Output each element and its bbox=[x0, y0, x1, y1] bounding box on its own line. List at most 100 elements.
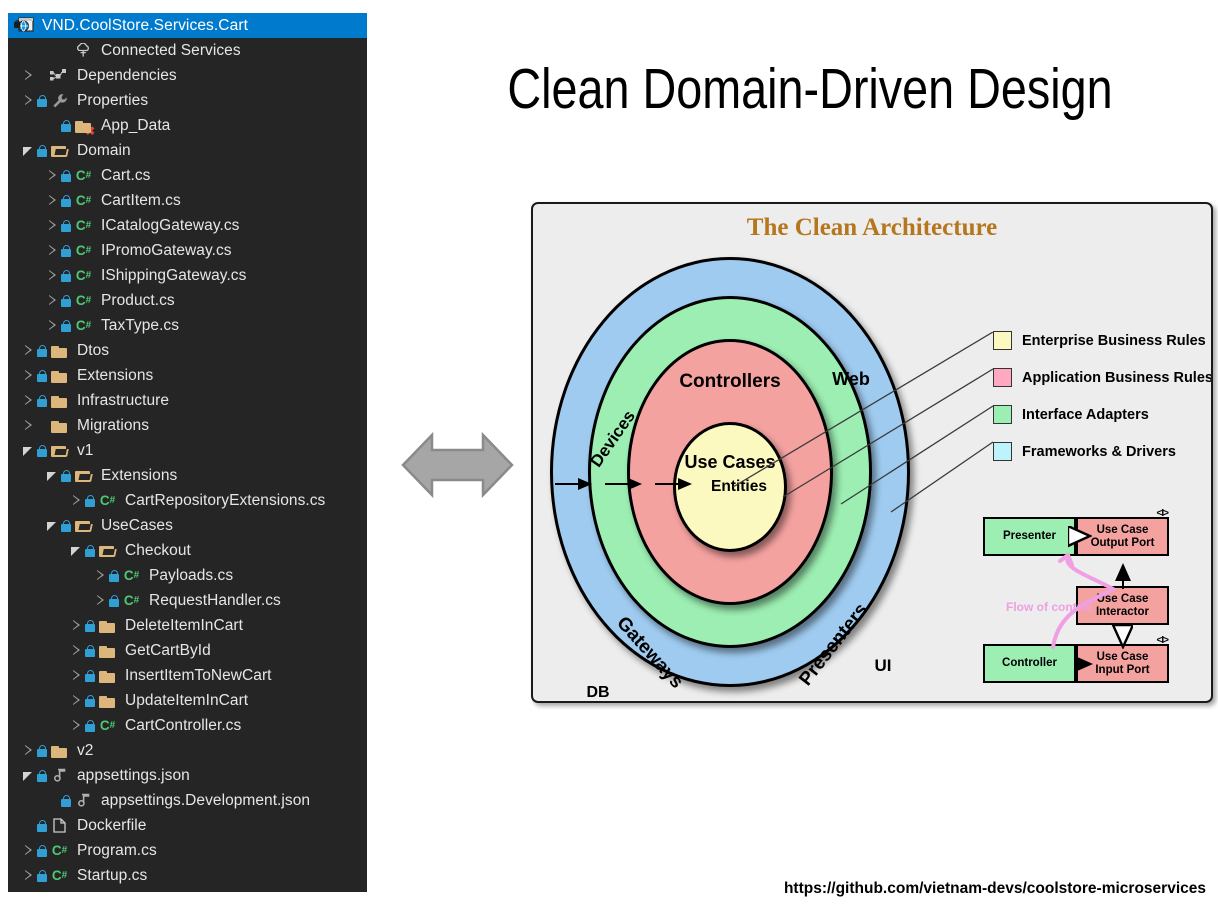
tree-item-ipromogateway-cs[interactable]: C#IPromoGateway.cs bbox=[8, 238, 367, 263]
input-port-l2: Input Port bbox=[1095, 663, 1150, 676]
lock-icon bbox=[37, 144, 47, 157]
csharp-icon: C# bbox=[75, 243, 92, 258]
chevron-right-icon[interactable] bbox=[94, 569, 107, 582]
chevron-right-icon[interactable] bbox=[46, 169, 59, 182]
tree-item-label: Dtos bbox=[77, 341, 110, 359]
chevron-right-icon[interactable] bbox=[22, 419, 35, 432]
tree-item-cartitem-cs[interactable]: C#CartItem.cs bbox=[8, 188, 367, 213]
chevron-right-icon[interactable] bbox=[22, 344, 35, 357]
legend-label: Application Business Rules bbox=[1022, 369, 1213, 386]
tree-item-label: Extensions bbox=[101, 466, 178, 484]
folder-open-icon bbox=[50, 143, 69, 159]
tree-item-appsettings-development-json[interactable]: appsettings.Development.json bbox=[8, 788, 367, 813]
uml-presenter-label: Presenter bbox=[1002, 530, 1057, 542]
lock-icon bbox=[109, 594, 119, 607]
chevron-right-icon[interactable] bbox=[46, 219, 59, 232]
chevron-right-icon[interactable] bbox=[22, 394, 35, 407]
tree-item-checkout[interactable]: Checkout bbox=[8, 538, 367, 563]
tree-item-label: Startup.cs bbox=[77, 866, 148, 884]
lock-icon bbox=[85, 619, 95, 632]
dependencies-icon bbox=[50, 68, 69, 84]
legend-swatch bbox=[993, 331, 1012, 350]
footer-url[interactable]: https://github.com/vietnam-devs/coolstor… bbox=[783, 880, 1206, 897]
ring-label-use-cases: Use Cases bbox=[684, 452, 776, 472]
tree-item-domain[interactable]: Domain bbox=[8, 138, 367, 163]
tree-item-payloads-cs[interactable]: C#Payloads.cs bbox=[8, 563, 367, 588]
chevron-down-icon[interactable] bbox=[70, 544, 83, 557]
tree-item-extensions[interactable]: Extensions bbox=[8, 463, 367, 488]
tree-item-deleteitemincart[interactable]: DeleteItemInCart bbox=[8, 613, 367, 638]
tree-item-usecases[interactable]: UseCases bbox=[8, 513, 367, 538]
lock-icon bbox=[61, 269, 71, 282]
tree-item-icataloggateway-cs[interactable]: C#ICatalogGateway.cs bbox=[8, 213, 367, 238]
chevron-right-icon[interactable] bbox=[22, 369, 35, 382]
tree-item-requesthandler-cs[interactable]: C#RequestHandler.cs bbox=[8, 588, 367, 613]
chevron-right-icon[interactable] bbox=[22, 69, 35, 82]
chevron-right-icon[interactable] bbox=[70, 694, 83, 707]
tree-item-program-cs[interactable]: C#Program.cs bbox=[8, 838, 367, 863]
chevron-right-icon[interactable] bbox=[46, 294, 59, 307]
chevron-right-icon[interactable] bbox=[70, 494, 83, 507]
csharp-icon: C# bbox=[75, 218, 92, 233]
chevron-down-icon[interactable] bbox=[22, 769, 35, 782]
chevron-right-icon[interactable] bbox=[70, 719, 83, 732]
chevron-right-icon[interactable] bbox=[46, 194, 59, 207]
lock-icon bbox=[61, 194, 71, 207]
chevron-right-icon[interactable] bbox=[22, 744, 35, 757]
chevron-right-icon[interactable] bbox=[46, 269, 59, 282]
chevron-down-icon[interactable] bbox=[46, 519, 59, 532]
solution-explorer-panel[interactable]: VND.CoolStore.Services.Cart Connected Se… bbox=[8, 13, 367, 892]
lock-icon bbox=[61, 794, 71, 807]
tree-item-ishippinggateway-cs[interactable]: C#IShippingGateway.cs bbox=[8, 263, 367, 288]
tree-item-properties[interactable]: Properties bbox=[8, 88, 367, 113]
tree-item-cartrepositoryextensions-cs[interactable]: C#CartRepositoryExtensions.cs bbox=[8, 488, 367, 513]
legend-item-interface-adapters: Interface Adapters bbox=[993, 405, 1149, 424]
tree-item-migrations[interactable]: Migrations bbox=[8, 413, 367, 438]
tree-item-dtos[interactable]: Dtos bbox=[8, 338, 367, 363]
chevron-down-icon[interactable] bbox=[46, 469, 59, 482]
tree-item-extensions[interactable]: Extensions bbox=[8, 363, 367, 388]
tree-item-label: Payloads.cs bbox=[149, 566, 234, 584]
tree-item-label: Migrations bbox=[77, 416, 149, 434]
folder-open-icon bbox=[74, 468, 93, 484]
web-project-icon bbox=[14, 17, 34, 34]
lock-icon bbox=[37, 819, 47, 832]
chevron-right-icon[interactable] bbox=[22, 94, 35, 107]
chevron-down-icon[interactable] bbox=[22, 444, 35, 457]
chevron-right-icon[interactable] bbox=[94, 594, 107, 607]
chevron-right-icon[interactable] bbox=[70, 644, 83, 657]
uml-use-case-input-port-box: <I> Use Case Input Port bbox=[1076, 635, 1169, 683]
tree-item-infrastructure[interactable]: Infrastructure bbox=[8, 388, 367, 413]
tree-item-v2[interactable]: v2 bbox=[8, 738, 367, 763]
tree-item-startup-cs[interactable]: C#Startup.cs bbox=[8, 863, 367, 888]
tree-item-v1[interactable]: v1 bbox=[8, 438, 367, 463]
chevron-right-icon[interactable] bbox=[22, 844, 35, 857]
tree-item-taxtype-cs[interactable]: C#TaxType.cs bbox=[8, 313, 367, 338]
tree-item-dockerfile[interactable]: Dockerfile bbox=[8, 813, 367, 838]
tree-item-cartcontroller-cs[interactable]: C#CartController.cs bbox=[8, 713, 367, 738]
chevron-down-icon[interactable] bbox=[22, 144, 35, 157]
tree-item-insertitemtonewcart[interactable]: InsertItemToNewCart bbox=[8, 663, 367, 688]
tree-item-getcartbyid[interactable]: GetCartById bbox=[8, 638, 367, 663]
tree-item-label: Domain bbox=[77, 141, 131, 159]
chevron-right-icon[interactable] bbox=[70, 669, 83, 682]
output-port-l1: Use Case bbox=[1096, 523, 1149, 536]
chevron-right-icon[interactable] bbox=[46, 244, 59, 257]
tree-item-connected-services[interactable]: Connected Services bbox=[8, 38, 367, 63]
project-root-row[interactable]: VND.CoolStore.Services.Cart bbox=[8, 13, 367, 38]
uml-interactor-label: Use Case Interactor bbox=[1096, 593, 1149, 619]
chevron-right-icon[interactable] bbox=[22, 869, 35, 882]
folder-icon bbox=[50, 393, 69, 409]
tree-item-dependencies[interactable]: Dependencies bbox=[8, 63, 367, 88]
tree-item-cart-cs[interactable]: C#Cart.cs bbox=[8, 163, 367, 188]
tree-item-label: CartController.cs bbox=[125, 716, 242, 734]
tree-item-updateitemincart[interactable]: UpdateItemInCart bbox=[8, 688, 367, 713]
chevron-right-icon[interactable] bbox=[70, 619, 83, 632]
chevron-right-icon[interactable] bbox=[46, 319, 59, 332]
flow-of-control-label: Flow of control bbox=[1006, 600, 1092, 614]
input-port-l1: Use Case bbox=[1096, 650, 1149, 663]
tree-item-appsettings-json[interactable]: appsettings.json bbox=[8, 763, 367, 788]
tree-item-product-cs[interactable]: C#Product.cs bbox=[8, 288, 367, 313]
tree-item-app-data[interactable]: ✖App_Data bbox=[8, 113, 367, 138]
